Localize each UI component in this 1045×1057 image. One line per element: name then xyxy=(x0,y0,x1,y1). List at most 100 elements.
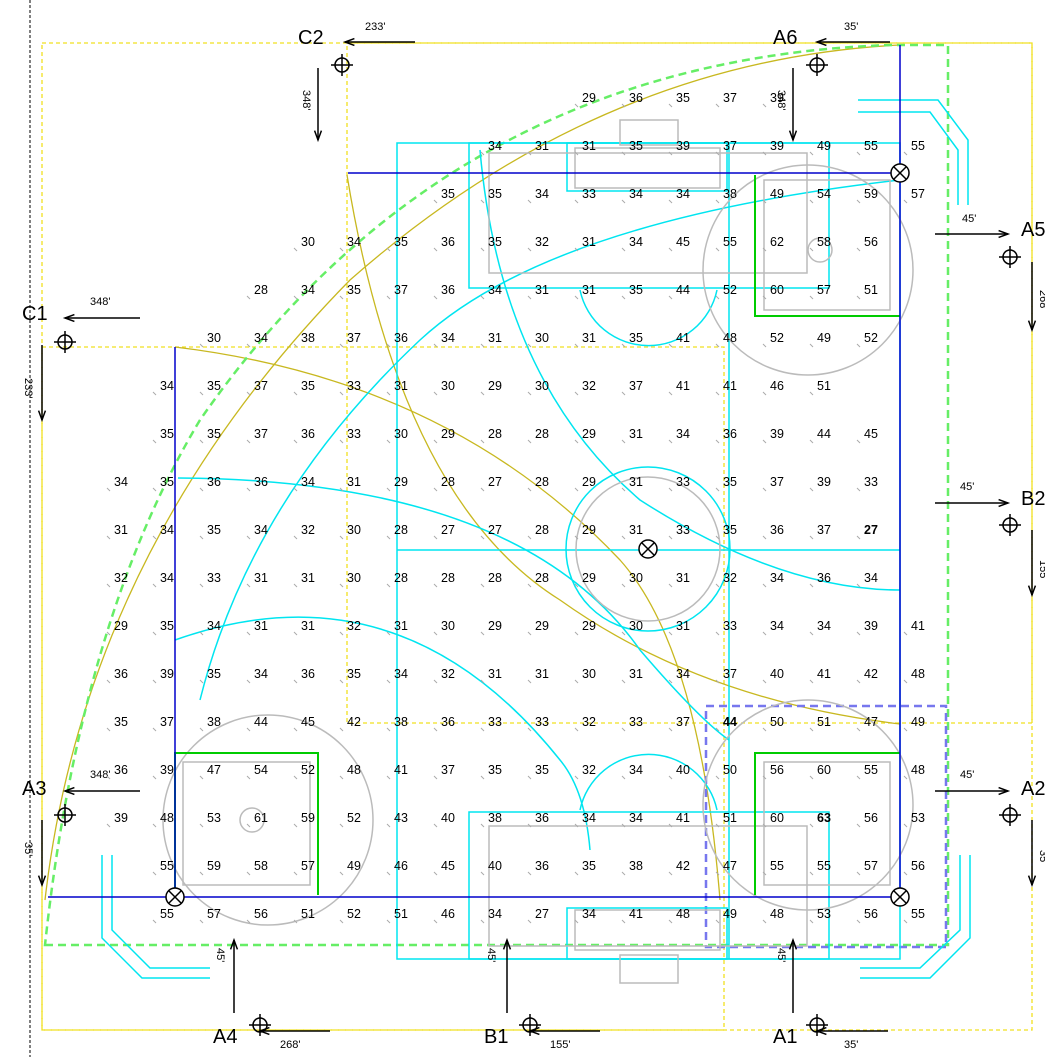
fixture-center-icon xyxy=(638,539,658,559)
grid-value: 33 xyxy=(347,379,361,393)
callout-distance: 35' xyxy=(844,1039,858,1051)
grid-value: 55 xyxy=(817,859,831,873)
callout-distance: 45' xyxy=(960,481,974,493)
grid-value: 36 xyxy=(441,235,455,249)
grid-value: 29 xyxy=(394,475,408,489)
grid-value: 33 xyxy=(535,715,549,729)
grid-tick xyxy=(293,631,298,636)
grid-tick xyxy=(762,151,767,156)
arrowhead-icon xyxy=(1027,875,1037,888)
grid-value: 34 xyxy=(582,907,596,921)
grid-value: 34 xyxy=(676,667,690,681)
grid-tick xyxy=(762,439,767,444)
arrowhead-icon xyxy=(229,937,239,950)
grid-value: 29 xyxy=(582,427,596,441)
grid-value: 34 xyxy=(629,811,643,825)
grid-tick xyxy=(339,391,344,396)
grid-tick xyxy=(246,583,251,588)
grid-tick xyxy=(856,679,861,684)
aiming-point-icon xyxy=(806,54,828,76)
grid-tick xyxy=(199,439,204,444)
grid-tick xyxy=(293,535,298,540)
grid-tick xyxy=(527,487,532,492)
grid-tick xyxy=(480,823,485,828)
grid-tick xyxy=(668,103,673,108)
grid-tick xyxy=(621,295,626,300)
grid-value: 29 xyxy=(582,91,596,105)
aiming-point-icon xyxy=(999,804,1021,826)
grid-value: 34 xyxy=(160,523,174,537)
grid-value: 36 xyxy=(535,811,549,825)
grid-tick xyxy=(574,487,579,492)
grid-value: 41 xyxy=(723,379,737,393)
grid-value: 57 xyxy=(864,859,878,873)
grid-value: 32 xyxy=(723,571,737,585)
callout-offset: 45' xyxy=(214,948,226,962)
grid-tick xyxy=(527,775,532,780)
grid-tick xyxy=(106,679,111,684)
grid-value: 48 xyxy=(347,763,361,777)
grid-value: 33 xyxy=(723,619,737,633)
grid-tick xyxy=(527,919,532,924)
grid-value: 53 xyxy=(911,811,925,825)
grid-tick xyxy=(199,487,204,492)
grid-value: 37 xyxy=(723,667,737,681)
grid-tick xyxy=(715,919,720,924)
grid-tick xyxy=(527,391,532,396)
grid-tick xyxy=(527,343,532,348)
grid-tick xyxy=(339,775,344,780)
arrowhead-icon xyxy=(342,37,355,47)
grid-value: 31 xyxy=(582,331,596,345)
grid-value: 38 xyxy=(301,331,315,345)
grid-value: 35 xyxy=(488,763,502,777)
aiming-point-icon xyxy=(331,54,353,76)
grid-tick xyxy=(574,247,579,252)
grid-tick xyxy=(433,295,438,300)
grid-tick xyxy=(527,439,532,444)
grid-value: 48 xyxy=(723,331,737,345)
grid-value: 35 xyxy=(160,475,174,489)
grid-value: 34 xyxy=(254,331,268,345)
grid-value: 60 xyxy=(770,283,784,297)
grid-value: 32 xyxy=(114,571,128,585)
grid-tick xyxy=(386,343,391,348)
grid-value: 59 xyxy=(301,811,315,825)
grid-tick xyxy=(856,343,861,348)
grid-tick xyxy=(621,775,626,780)
grid-tick xyxy=(339,535,344,540)
grid-tick xyxy=(246,391,251,396)
grid-tick xyxy=(762,247,767,252)
grid-tick xyxy=(339,631,344,636)
grid-tick xyxy=(762,823,767,828)
grid-tick xyxy=(762,103,767,108)
grid-tick xyxy=(152,679,157,684)
grid-value: 34 xyxy=(676,427,690,441)
callout-offset: 348' xyxy=(300,90,312,110)
grid-value: 35 xyxy=(629,283,643,297)
grid-value: 60 xyxy=(817,763,831,777)
grid-value: 29 xyxy=(488,379,502,393)
callout-label: A2 xyxy=(1021,778,1045,800)
grid-tick xyxy=(246,871,251,876)
grid-value: 38 xyxy=(629,859,643,873)
grid-value: 52 xyxy=(864,331,878,345)
grid-value: 28 xyxy=(535,427,549,441)
grid-tick xyxy=(574,295,579,300)
grid-tick xyxy=(856,775,861,780)
grid-value: 53 xyxy=(817,907,831,921)
grid-value: 42 xyxy=(347,715,361,729)
grid-value: 55 xyxy=(160,859,174,873)
grid-tick xyxy=(715,679,720,684)
grid-value: 55 xyxy=(864,763,878,777)
grid-value: 54 xyxy=(254,763,268,777)
grid-value: 35 xyxy=(160,427,174,441)
grid-value: 37 xyxy=(676,715,690,729)
grid-value: 33 xyxy=(629,715,643,729)
grid-tick xyxy=(386,679,391,684)
grid-value: 34 xyxy=(160,379,174,393)
grid-tick xyxy=(668,391,673,396)
grid-value: 40 xyxy=(488,859,502,873)
grid-value: 31 xyxy=(347,475,361,489)
